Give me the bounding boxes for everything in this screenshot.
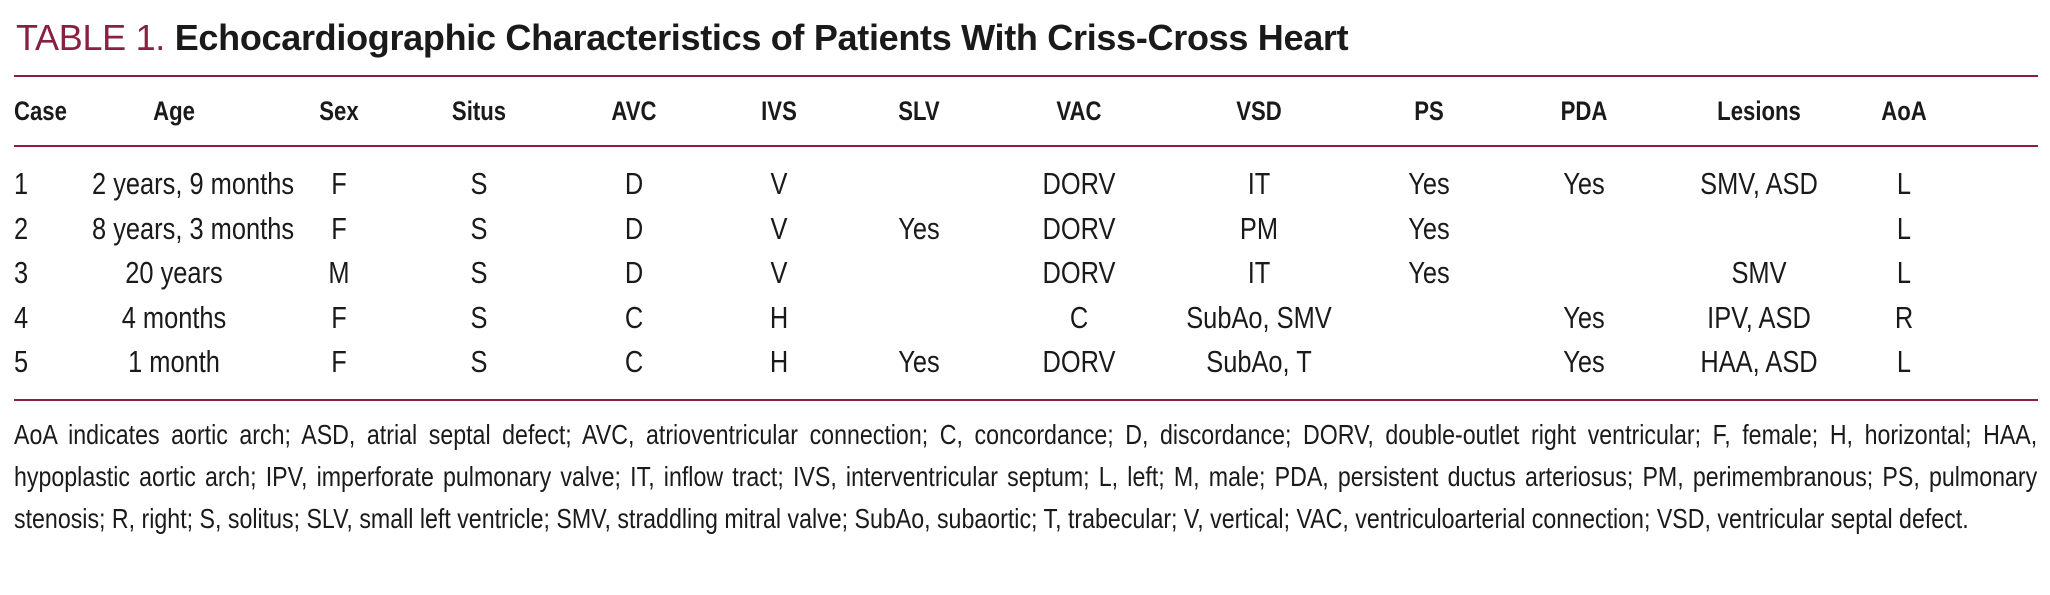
cell-age: 1 month: [128, 344, 220, 380]
table-header-row: Case Age Sex Situs AVC IVS SLV VAC VSD P…: [14, 88, 2038, 134]
cell-sex: F: [331, 166, 347, 202]
table-body: 1 2 years, 9 months F S D V DORV IT Yes …: [14, 162, 2038, 385]
cell-age: 4 months: [121, 299, 227, 335]
cell-aoa: L: [1896, 344, 1912, 380]
column-header-vac: VAC: [1056, 95, 1102, 126]
table-row: 5 1 month F S C H Yes DORV SubAo, T Yes …: [14, 340, 2038, 385]
cell-case: 2: [14, 210, 29, 246]
cell-ivs: V: [770, 255, 788, 291]
cell-case: 3: [14, 255, 29, 291]
cell-age: 20 years: [125, 255, 223, 291]
cell-vsd: IT: [1247, 166, 1271, 202]
table-row: 1 2 years, 9 months F S D V DORV IT Yes …: [14, 162, 2038, 207]
cell-vac: DORV: [1042, 255, 1116, 291]
header-rule: [14, 145, 2038, 147]
column-header-slv: SLV: [898, 95, 940, 126]
cell-case: 4: [14, 299, 29, 335]
cell-ps: Yes: [1408, 210, 1450, 246]
cell-ps: Yes: [1408, 255, 1450, 291]
cell-ivs: H: [769, 299, 789, 335]
cell-lesions: HAA, ASD: [1700, 344, 1818, 380]
cell-age: 2 years, 9 months: [92, 166, 295, 202]
cell-vac: DORV: [1042, 166, 1116, 202]
cell-aoa: L: [1896, 210, 1912, 246]
column-header-lesions: Lesions: [1717, 95, 1801, 126]
table-row: 3 20 years M S D V DORV IT Yes SMV L: [14, 251, 2038, 296]
cell-case: 5: [14, 344, 29, 380]
table-label: TABLE 1.: [16, 17, 166, 58]
column-header-sex: Sex: [319, 95, 359, 126]
cell-pda: Yes: [1563, 299, 1605, 335]
table-caption: TABLE 1. Echocardiographic Characteristi…: [16, 14, 1349, 62]
cell-vsd: PM: [1239, 210, 1279, 246]
cell-situs: S: [470, 344, 488, 380]
column-header-age: Age: [153, 95, 195, 126]
cell-vac: C: [1069, 299, 1089, 335]
cell-ivs: V: [770, 166, 788, 202]
column-header-ps: PS: [1414, 95, 1444, 126]
cell-ps: Yes: [1408, 166, 1450, 202]
cell-situs: S: [470, 166, 488, 202]
cell-aoa: R: [1894, 299, 1914, 335]
cell-avc: D: [624, 210, 644, 246]
cell-sex: F: [331, 210, 347, 246]
column-header-aoa: AoA: [1881, 95, 1927, 126]
cell-aoa: L: [1896, 255, 1912, 291]
cell-age: 8 years, 3 months: [92, 210, 295, 246]
table-footnote: AoA indicates aortic arch; ASD, atrial s…: [14, 419, 2038, 534]
cell-vac: DORV: [1042, 344, 1116, 380]
cell-lesions: SMV, ASD: [1700, 166, 1818, 202]
cell-sex: M: [328, 255, 350, 291]
column-header-situs: Situs: [451, 95, 507, 126]
bottom-rule: [14, 399, 2038, 401]
cell-ivs: H: [769, 344, 789, 380]
cell-lesions: SMV: [1731, 255, 1787, 291]
cell-slv: Yes: [898, 210, 940, 246]
cell-vsd: SubAo, T: [1206, 344, 1312, 380]
cell-sex: F: [331, 344, 347, 380]
cell-pda: Yes: [1563, 344, 1605, 380]
cell-vac: DORV: [1042, 210, 1116, 246]
column-header-ivs: IVS: [761, 95, 797, 126]
cell-slv: Yes: [898, 344, 940, 380]
table-title: Echocardiographic Characteristics of Pat…: [174, 17, 1349, 58]
column-header-case: Case: [14, 95, 67, 126]
top-rule: [14, 75, 2038, 77]
cell-lesions: IPV, ASD: [1707, 299, 1811, 335]
cell-avc: D: [624, 166, 644, 202]
cell-pda: Yes: [1563, 166, 1605, 202]
column-header-avc: AVC: [611, 95, 657, 126]
cell-avc: D: [624, 255, 644, 291]
cell-sex: F: [331, 299, 347, 335]
cell-ivs: V: [770, 210, 788, 246]
cell-situs: S: [470, 210, 488, 246]
table-row: 2 8 years, 3 months F S D V Yes DORV PM …: [14, 207, 2038, 252]
cell-vsd: SubAo, SMV: [1186, 299, 1332, 335]
cell-avc: C: [624, 299, 644, 335]
cell-aoa: L: [1896, 166, 1912, 202]
cell-situs: S: [470, 299, 488, 335]
cell-avc: C: [624, 344, 644, 380]
column-header-pda: PDA: [1560, 95, 1608, 126]
table-row: 4 4 months F S C H C SubAo, SMV Yes IPV,…: [14, 296, 2038, 341]
cell-situs: S: [470, 255, 488, 291]
cell-case: 1: [14, 166, 29, 202]
column-header-vsd: VSD: [1236, 95, 1282, 126]
cell-vsd: IT: [1247, 255, 1271, 291]
